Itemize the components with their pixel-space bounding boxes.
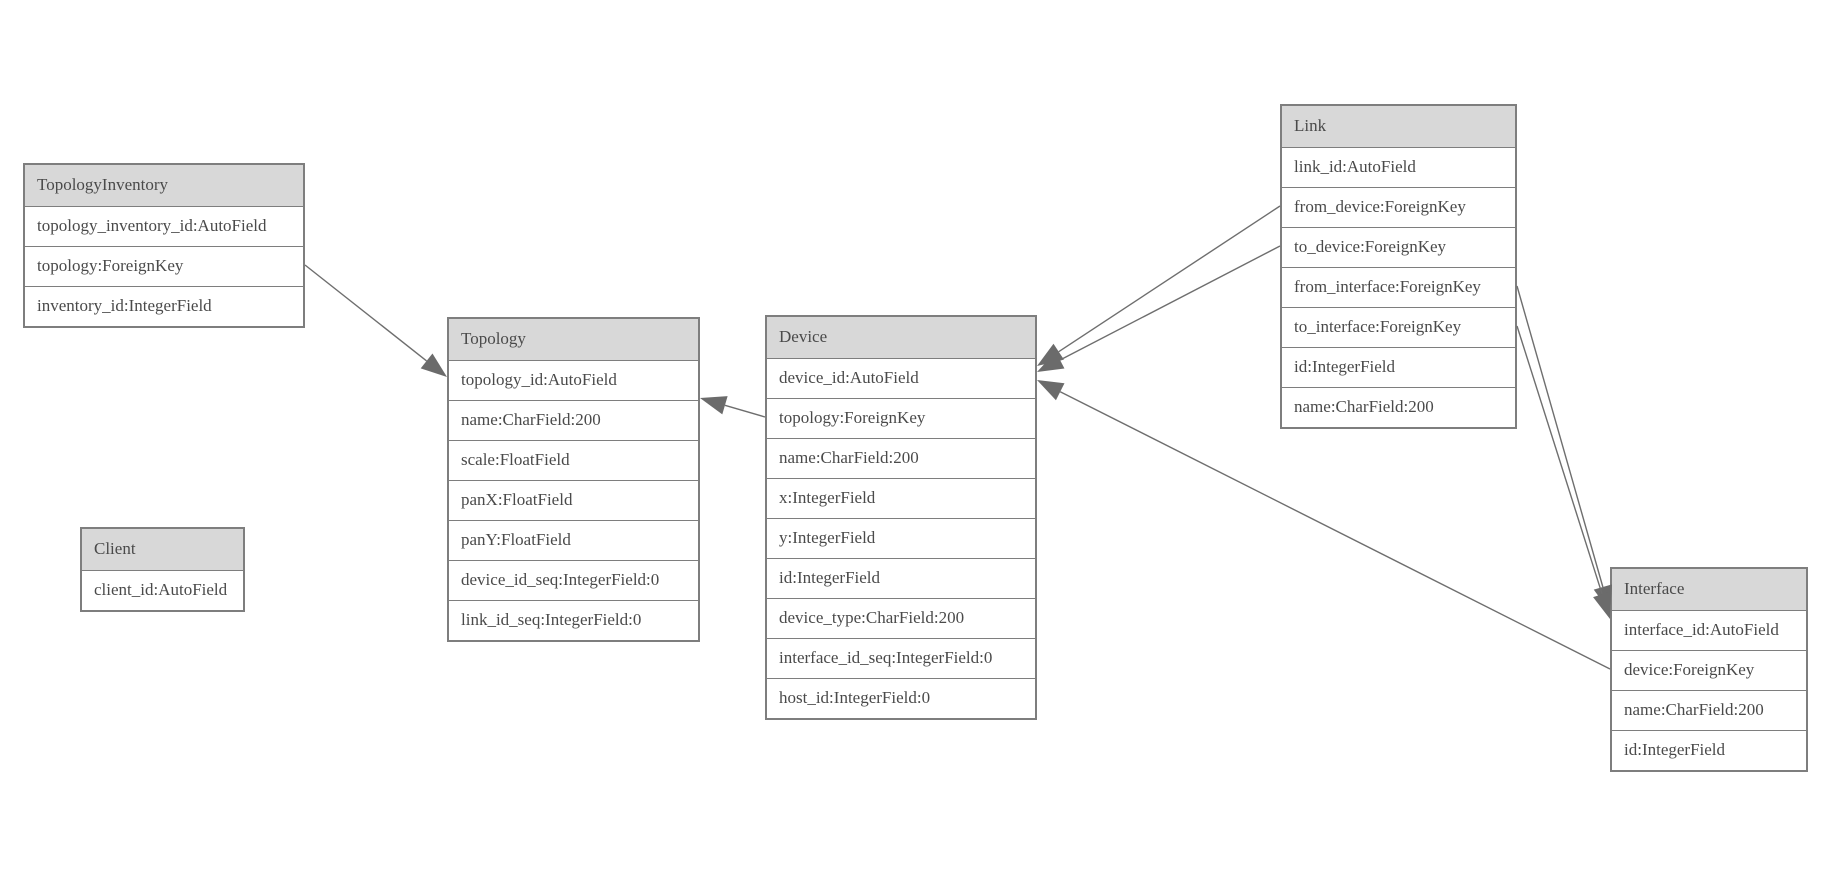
field-row: interface_id_seq:IntegerField:0 <box>767 639 1035 679</box>
field-row: to_interface:ForeignKey <box>1282 308 1515 348</box>
field-row: panX:FloatField <box>449 481 698 521</box>
table-title: Client <box>82 529 243 571</box>
table-title: Link <box>1282 106 1515 148</box>
fk-edge-link-to_interface-to-interface <box>1516 325 1612 619</box>
field-row: id:IntegerField <box>1282 348 1515 388</box>
field-row: name:CharField:200 <box>449 401 698 441</box>
fk-edge-link-from_interface-to-interface <box>1516 285 1613 612</box>
fk-edge-topologyinventory-topology-to-topology <box>304 264 447 377</box>
arrowhead-icon <box>420 353 447 377</box>
field-row: from_interface:ForeignKey <box>1282 268 1515 308</box>
field-row: link_id_seq:IntegerField:0 <box>449 601 698 640</box>
arrowhead-icon <box>1593 591 1612 619</box>
fk-edge-link-to_device-to-device <box>1037 245 1281 372</box>
field-row: inventory_id:IntegerField <box>25 287 303 326</box>
field-row: device:ForeignKey <box>1612 651 1806 691</box>
arrowhead-icon <box>1037 380 1065 401</box>
field-row: name:CharField:200 <box>1612 691 1806 731</box>
table-title: TopologyInventory <box>25 165 303 207</box>
field-row: name:CharField:200 <box>767 439 1035 479</box>
field-row: topology:ForeignKey <box>767 399 1035 439</box>
field-row: device_type:CharField:200 <box>767 599 1035 639</box>
table-title: Topology <box>449 319 698 361</box>
field-row: y:IntegerField <box>767 519 1035 559</box>
fk-edge-device-topology-to-topology <box>700 396 766 418</box>
field-row: to_device:ForeignKey <box>1282 228 1515 268</box>
field-row: device_id:AutoField <box>767 359 1035 399</box>
field-row: topology_id:AutoField <box>449 361 698 401</box>
fk-edge-link-from_device-to-device <box>1037 205 1281 366</box>
field-row: id:IntegerField <box>767 559 1035 599</box>
field-row: name:CharField:200 <box>1282 388 1515 427</box>
arrowhead-icon <box>700 396 728 415</box>
field-row: topology_inventory_id:AutoField <box>25 207 303 247</box>
arrowhead-icon <box>1037 351 1065 372</box>
arrowhead-icon <box>1037 343 1064 366</box>
field-row: x:IntegerField <box>767 479 1035 519</box>
field-row: scale:FloatField <box>449 441 698 481</box>
field-row: interface_id:AutoField <box>1612 611 1806 651</box>
field-row: id:IntegerField <box>1612 731 1806 770</box>
field-row: from_device:ForeignKey <box>1282 188 1515 228</box>
table-title: Interface <box>1612 569 1806 611</box>
field-row: link_id:AutoField <box>1282 148 1515 188</box>
field-row: client_id:AutoField <box>82 571 243 610</box>
field-row: topology:ForeignKey <box>25 247 303 287</box>
table-title: Device <box>767 317 1035 359</box>
field-row: host_id:IntegerField:0 <box>767 679 1035 718</box>
field-row: device_id_seq:IntegerField:0 <box>449 561 698 601</box>
field-row: panY:FloatField <box>449 521 698 561</box>
